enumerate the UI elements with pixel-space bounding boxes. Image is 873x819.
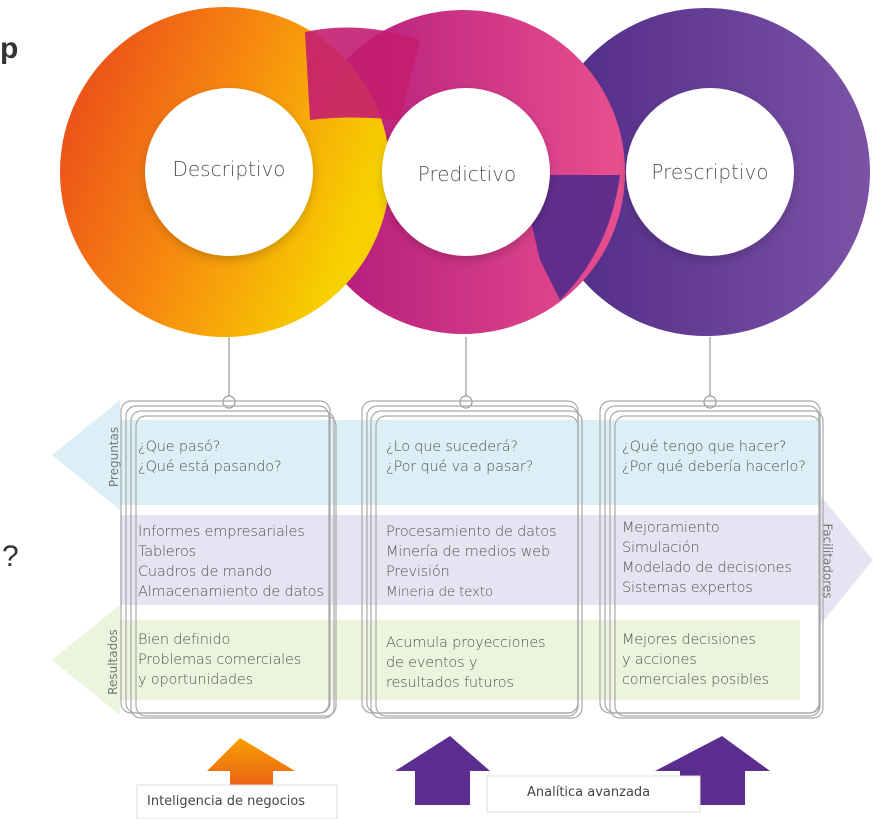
result-line: y acciones xyxy=(622,652,697,668)
enabler-line: Procesamiento de datos xyxy=(386,524,557,540)
disc-prescriptive xyxy=(626,88,794,256)
question-line: ¿Por qué debería hacerlo? xyxy=(622,459,806,475)
col-descriptive-results: Bien definido Problemas comerciales y op… xyxy=(138,630,301,690)
question-line: ¿Por qué va a pasar? xyxy=(386,459,534,475)
enabler-line: Minería de medios web xyxy=(386,544,550,560)
col-descriptive-questions: ¿Que pasó? ¿Qué está pasando? xyxy=(138,437,282,477)
disc-descriptive xyxy=(145,88,313,256)
question-line: ¿Qué está pasando? xyxy=(138,459,282,475)
enabler-line: Almacenamiento de datos xyxy=(138,584,324,600)
result-line: Mejores decisiones xyxy=(622,632,756,648)
enabler-line: Sistemas expertos xyxy=(622,580,753,596)
stage-predictive-label: Predictivo xyxy=(417,162,517,186)
stage-prescriptive-label: Prescriptivo xyxy=(651,160,769,184)
band-label-enablers: Facilitadores xyxy=(820,523,835,599)
enabler-line: Simulación xyxy=(622,540,700,556)
arrow-advanced-analytics-left xyxy=(395,736,490,805)
enabler-line: Mineria de texto xyxy=(386,584,493,600)
enabler-line: Previsión xyxy=(386,564,450,580)
disc-predictive xyxy=(382,88,550,256)
result-line: comerciales posibles xyxy=(622,672,769,688)
result-line: Acumula proyecciones xyxy=(386,635,546,651)
band-enablers xyxy=(120,495,873,625)
result-line: Problemas comerciales xyxy=(138,652,302,668)
band-label-results: Resultados xyxy=(105,629,120,695)
label-advanced-analytics: Analítica avanzada xyxy=(527,785,651,800)
band-label-questions: Preguntas xyxy=(107,426,122,488)
result-line: de eventos y xyxy=(386,655,478,671)
enabler-line: Cuadros de mando xyxy=(138,564,272,580)
question-line: ¿Lo que sucederá? xyxy=(386,439,518,455)
plate-business-intelligence xyxy=(136,784,338,819)
result-line: Bien definido xyxy=(138,632,231,648)
col-predictive-questions: ¿Lo que sucederá? ¿Por qué va a pasar? xyxy=(386,437,533,477)
band-questions xyxy=(52,400,820,510)
column-frames xyxy=(120,400,824,719)
stage-descriptive-label: Descriptivo xyxy=(172,157,286,181)
label-business-intelligence: Inteligencia de negocios xyxy=(147,794,306,809)
result-line: y oportunidades xyxy=(138,672,253,688)
enabler-line: Informes empresariales xyxy=(138,524,305,540)
enabler-line: Mejoramiento xyxy=(622,520,720,536)
result-line: resultados futuros xyxy=(386,675,514,691)
enabler-line: Tableros xyxy=(138,544,196,560)
plate-advanced-analytics xyxy=(486,775,701,813)
band-results xyxy=(52,605,800,715)
col-prescriptive-questions: ¿Qué tengo que hacer? ¿Por qué debería h… xyxy=(622,437,806,477)
col-descriptive-enablers: Informes empresariales Tableros Cuadros … xyxy=(138,522,324,602)
question-line: ¿Que pasó? xyxy=(138,439,221,455)
col-prescriptive-results: Mejores decisiones y acciones comerciale… xyxy=(622,630,769,690)
edge-fragment-top: p xyxy=(0,32,19,65)
ring-overlap-top xyxy=(305,27,420,120)
ring-overlap-right xyxy=(520,175,620,300)
question-line: ¿Qué tengo que hacer? xyxy=(622,439,787,455)
edge-fragment-middle: ? xyxy=(2,540,19,573)
enabler-line: Modelado de decisiones xyxy=(622,560,792,576)
col-prescriptive-enablers: Mejoramiento Simulación Modelado de deci… xyxy=(622,518,792,598)
col-predictive-enablers: Procesamiento de datos Minería de medios… xyxy=(386,522,557,602)
col-predictive-results: Acumula proyecciones de eventos y result… xyxy=(386,633,546,693)
